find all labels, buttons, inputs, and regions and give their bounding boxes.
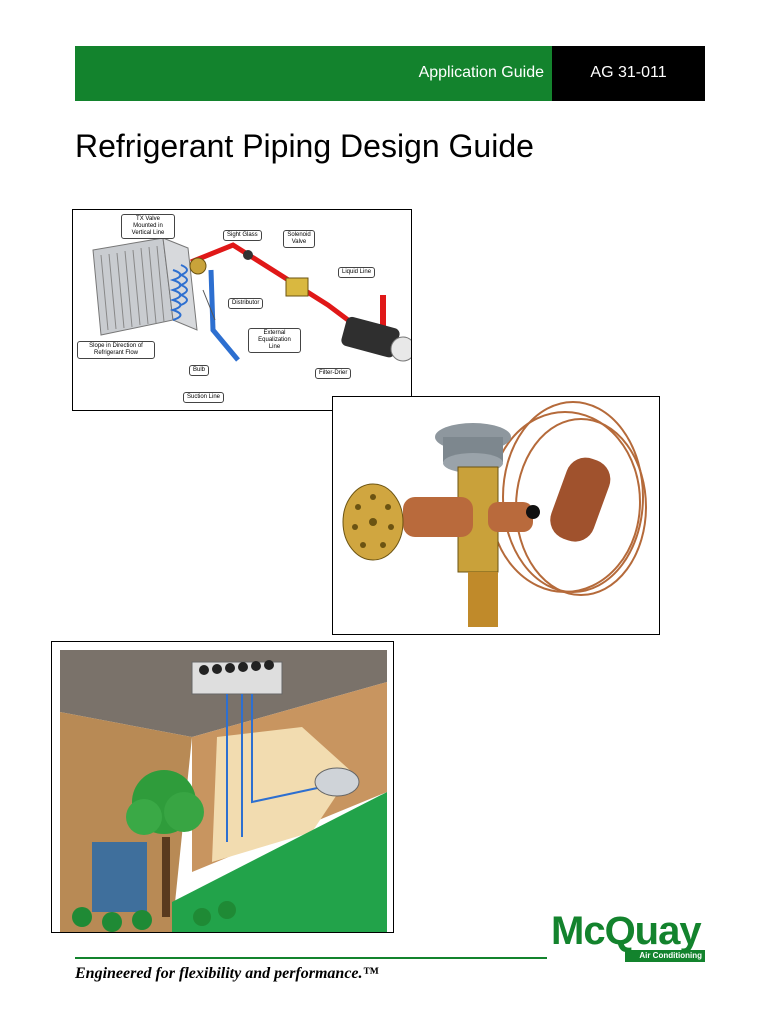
expansion-valve-photo (332, 396, 660, 635)
label-bulb: Bulb (189, 365, 210, 376)
label-solenoid-valve: Solenoid Valve (283, 230, 315, 248)
label-liquid-line: Liquid Line (338, 267, 376, 278)
footer-rule (75, 957, 547, 959)
label-external-equalization: External Equalization Line (248, 328, 301, 353)
piping-diagram-art (92, 237, 411, 362)
document-code: AG 31-011 (590, 64, 667, 81)
building-illustration (51, 641, 394, 933)
label-suction-line: Suction Line (183, 392, 225, 403)
label-tx-valve: TX Valve Mounted in Vertical Line (121, 214, 175, 239)
header-bar: Application Guide AG 31-011 (75, 46, 705, 101)
label-sight-glass: Sight Glass (223, 230, 262, 241)
header-label: Application Guide (418, 64, 544, 81)
page-title: Refrigerant Piping Design Guide (75, 128, 534, 164)
expansion-valve-art (342, 401, 647, 627)
logo-wordmark: McQuay (551, 909, 702, 953)
header-label-band: Application Guide (75, 46, 552, 101)
building-illustration-art (52, 642, 393, 932)
label-slope: Slope in Direction of Refrigerant Flow (77, 341, 155, 359)
mcquay-logo: McQuay Air Conditioning (551, 909, 705, 963)
footer-tagline: Engineered for flexibility and performan… (75, 965, 379, 982)
logo-strip: Air Conditioning (625, 950, 705, 962)
header-code-band: AG 31-011 (552, 46, 705, 101)
label-distributor: Distributor (228, 298, 264, 309)
label-filter-drier: Filter-Drier (315, 368, 352, 379)
logo-subtitle: Air Conditioning (639, 951, 702, 960)
piping-diagram: TX Valve Mounted in Vertical Line Sight … (72, 209, 412, 411)
